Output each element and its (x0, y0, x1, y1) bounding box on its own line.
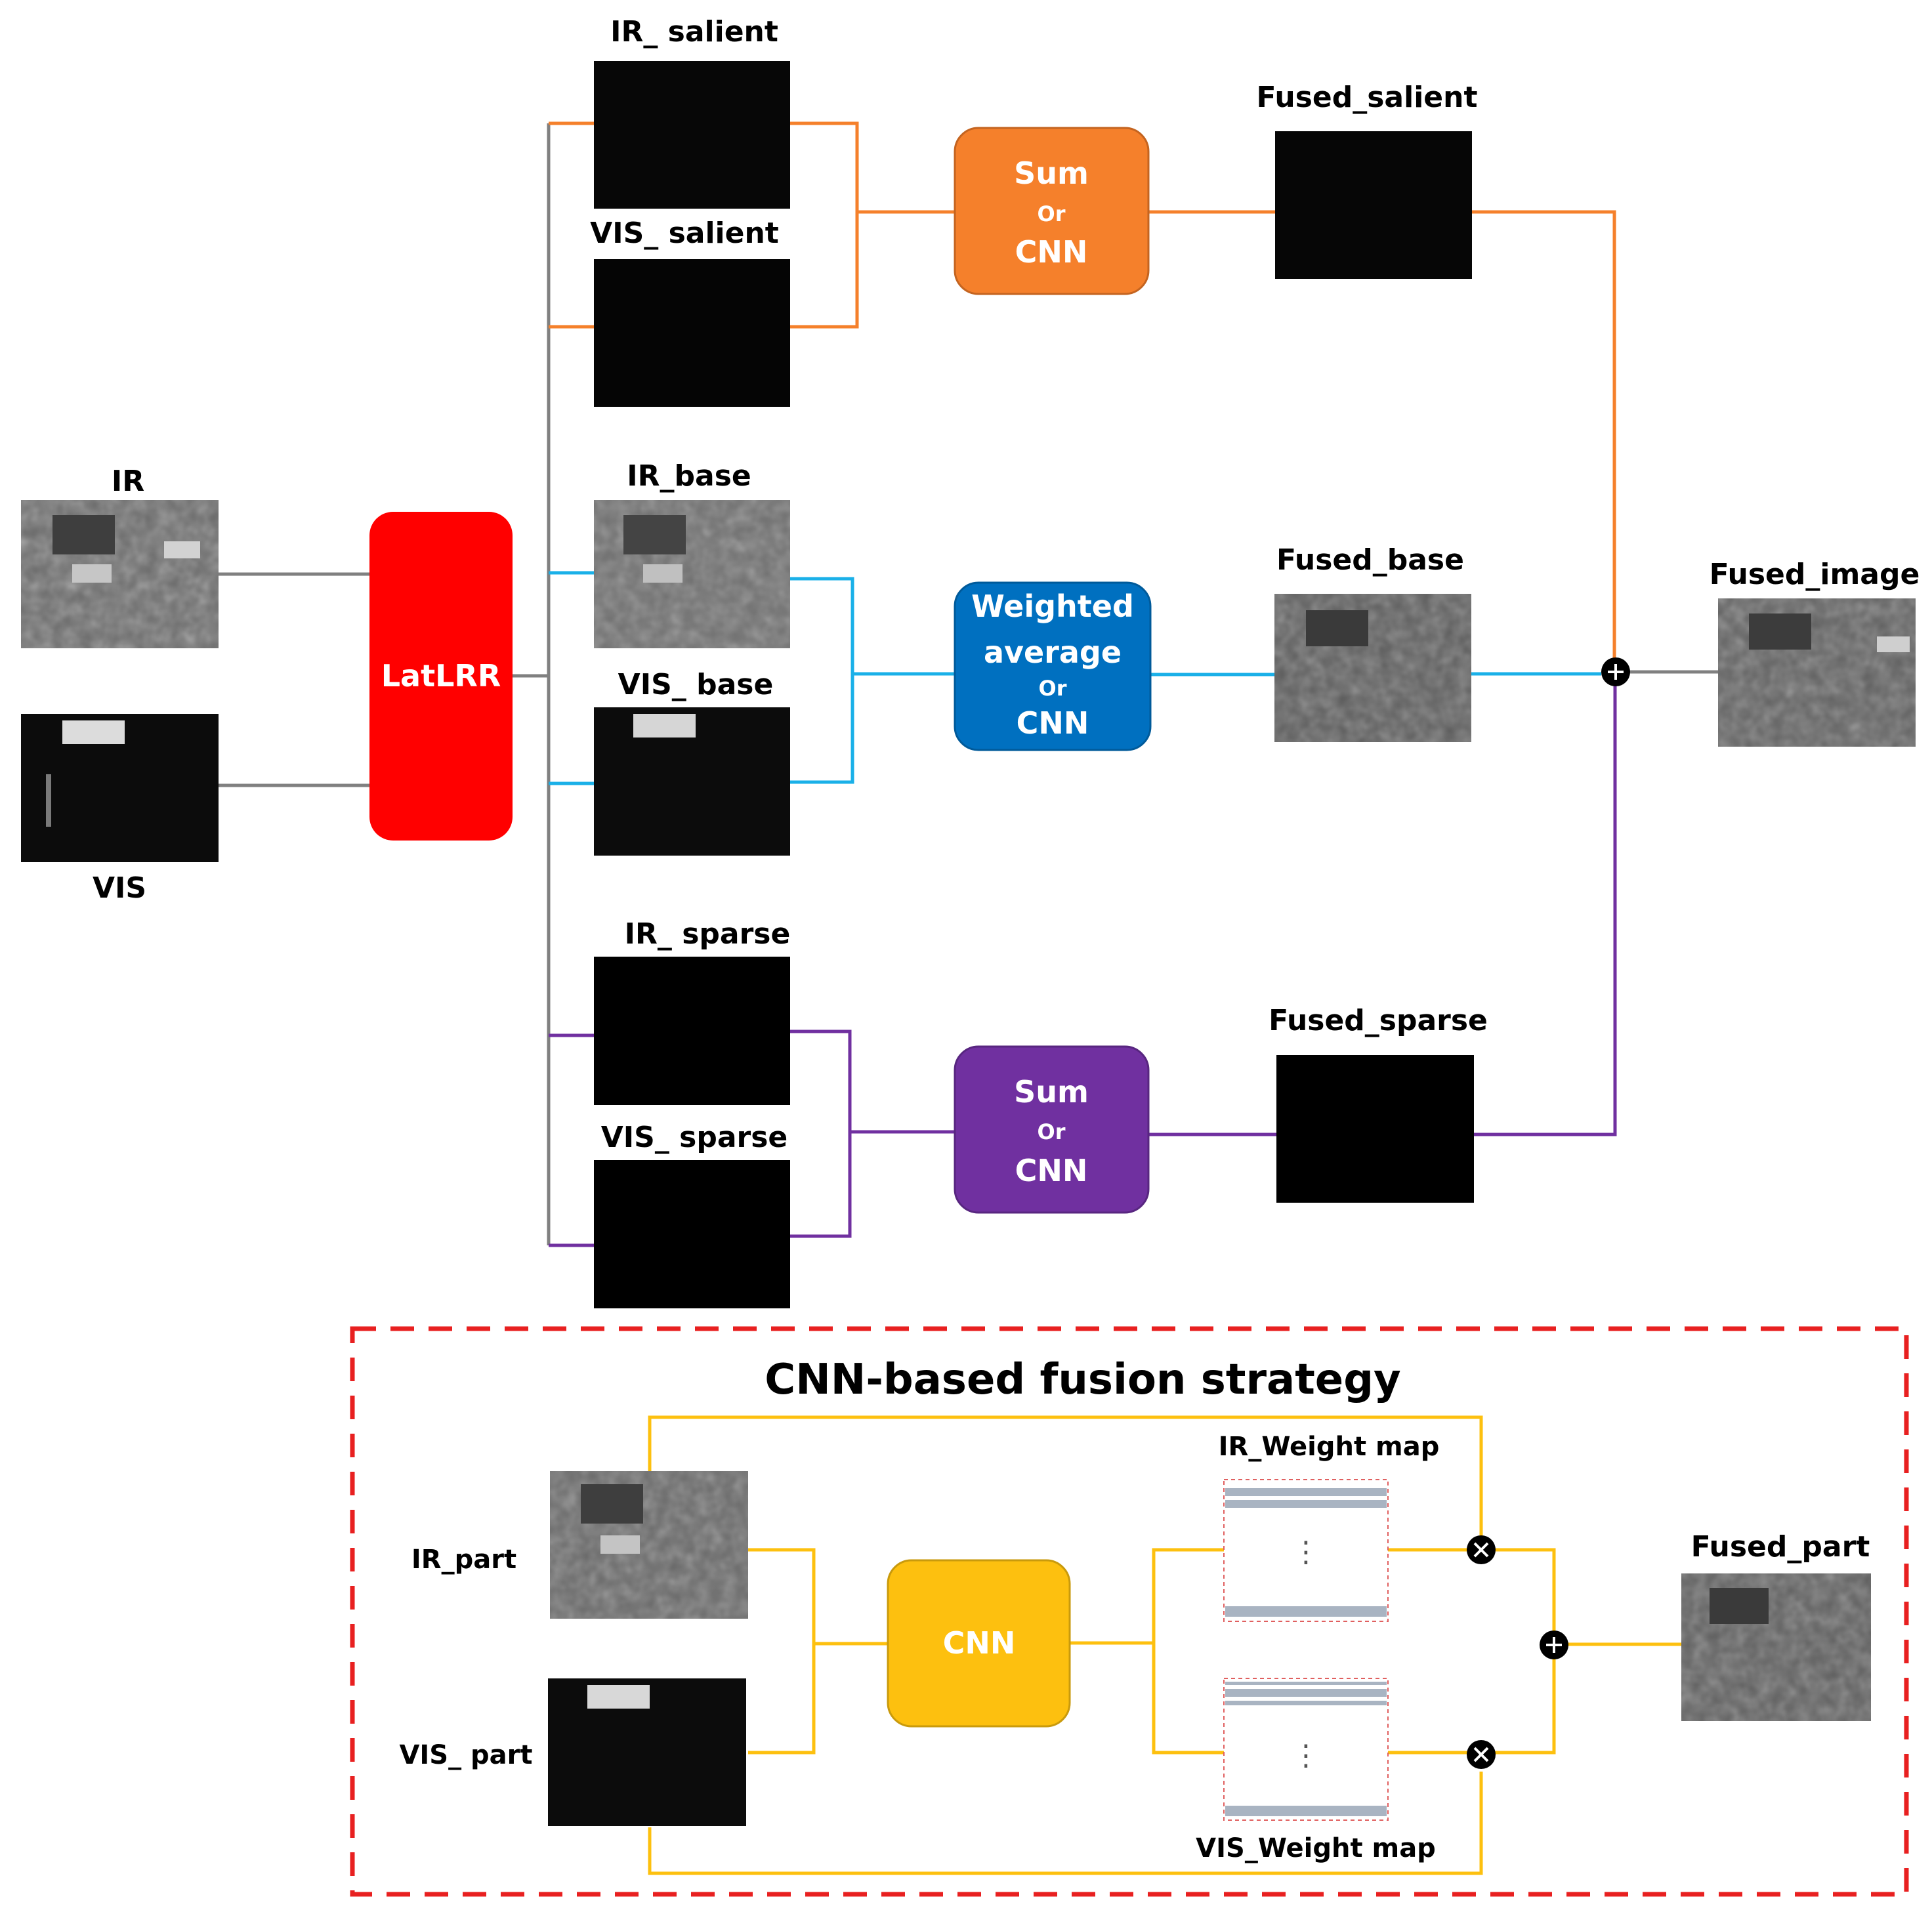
part-sum-node-icon (1540, 1631, 1568, 1659)
ir-input-image (21, 500, 219, 648)
salient-strategy-line1: Sum (1014, 156, 1089, 191)
fused-salient-to-sum-line (1472, 210, 1616, 672)
sparse-strategy-line3: CNN (1015, 1153, 1088, 1188)
fused-part-label: Fused_part (1691, 1530, 1870, 1564)
base-strategy-block: Weighted average Or CNN (954, 581, 1152, 751)
vis-input-image (21, 714, 219, 862)
vis-part-label: VIS_ part (399, 1740, 532, 1770)
salient-strategy-line2: Or (1038, 201, 1066, 226)
fused-salient-image (1275, 131, 1472, 279)
ir-weight-map-ellipsis: ⋮ (1292, 1535, 1320, 1569)
salient-connectors (549, 121, 1616, 672)
vis-weight-map-ellipsis: ⋮ (1292, 1739, 1320, 1772)
vis-sparse-image (594, 1160, 790, 1308)
fused-base-label: Fused_base (1276, 543, 1464, 577)
vis-part-skip-line (648, 1772, 1483, 1875)
sparse-strategy-line2: Or (1038, 1119, 1066, 1144)
cnn-strategy-connectors (648, 1415, 1681, 1875)
fused-image-label: Fused_image (1710, 558, 1920, 591)
ir-sparse-label: IR_ sparse (625, 917, 791, 951)
base-merge-line (790, 577, 955, 784)
fused-image-output (1718, 598, 1916, 747)
base-strategy-line2: average (984, 634, 1122, 670)
ir-part-skip-line (648, 1415, 1483, 1548)
fused-salient-label: Fused_salient (1257, 81, 1478, 114)
cnn-block-label: CNN (943, 1625, 1016, 1661)
vis-weight-map: ⋮ (1223, 1678, 1389, 1821)
sparse-connectors (549, 672, 1617, 1247)
vis-base-image (594, 707, 790, 856)
gray-connectors (219, 123, 1718, 1245)
parts-to-cnn-line (748, 1548, 888, 1755)
base-connectors (549, 571, 1601, 785)
weights-to-multiply-line (1388, 1548, 1468, 1755)
vis-salient-label: VIS_ salient (590, 217, 779, 250)
ir-part-label: IR_part (411, 1545, 516, 1575)
ir-input-label: IR (112, 465, 144, 498)
vis-base-label: VIS_ base (618, 668, 774, 701)
ir-salient-label: IR_ salient (610, 15, 778, 49)
cnn-strategy-title: CNN-based fusion strategy (765, 1356, 1400, 1404)
ir-sparse-image (594, 957, 790, 1105)
fused-part-image (1681, 1573, 1871, 1721)
vis-weight-map-label: VIS_Weight map (1196, 1833, 1436, 1863)
sum-node-icon (1601, 657, 1630, 686)
base-strategy-line3: Or (1039, 676, 1067, 701)
ir-base-label: IR_base (627, 459, 751, 493)
ir-weight-map: ⋮ (1223, 1479, 1389, 1622)
base-strategy-line4: CNN (1017, 705, 1089, 741)
cnn-strategy-frame (350, 1326, 1909, 1897)
fused-sparse-to-sum-line (1474, 672, 1617, 1136)
multiply-to-sum-line (1494, 1548, 1681, 1755)
vis-sparse-label: VIS_ sparse (601, 1121, 788, 1154)
base-strategy-line1: Weighted (971, 589, 1134, 624)
fused-sparse-label: Fused_sparse (1269, 1004, 1488, 1037)
salient-strategy-block: Sum Or CNN (954, 127, 1150, 295)
sparse-strategy-line1: Sum (1014, 1074, 1089, 1110)
sparse-strategy-block: Sum Or CNN (954, 1045, 1150, 1214)
salient-strategy-line3: CNN (1015, 234, 1088, 270)
vis-part-image (548, 1678, 746, 1826)
ir-base-image (594, 500, 790, 648)
ir-weight-map-label: IR_Weight map (1219, 1432, 1440, 1462)
cnn-block: CNN (887, 1559, 1071, 1728)
vis-input-label: VIS (93, 871, 146, 905)
latlrr-block: LatLRR (369, 512, 513, 841)
fused-base-image (1274, 594, 1471, 742)
vis-salient-image (594, 259, 790, 407)
latlrr-label: LatLRR (381, 658, 501, 694)
fused-sparse-image (1276, 1055, 1474, 1203)
sparse-merge-line (790, 1029, 955, 1238)
cnn-to-weights-line (1070, 1548, 1224, 1755)
ir-part-image (550, 1471, 748, 1619)
multiply-node-bottom-icon (1467, 1740, 1496, 1769)
multiply-node-top-icon (1467, 1535, 1496, 1564)
ir-salient-image (594, 61, 790, 209)
salient-merge-line (790, 121, 955, 329)
